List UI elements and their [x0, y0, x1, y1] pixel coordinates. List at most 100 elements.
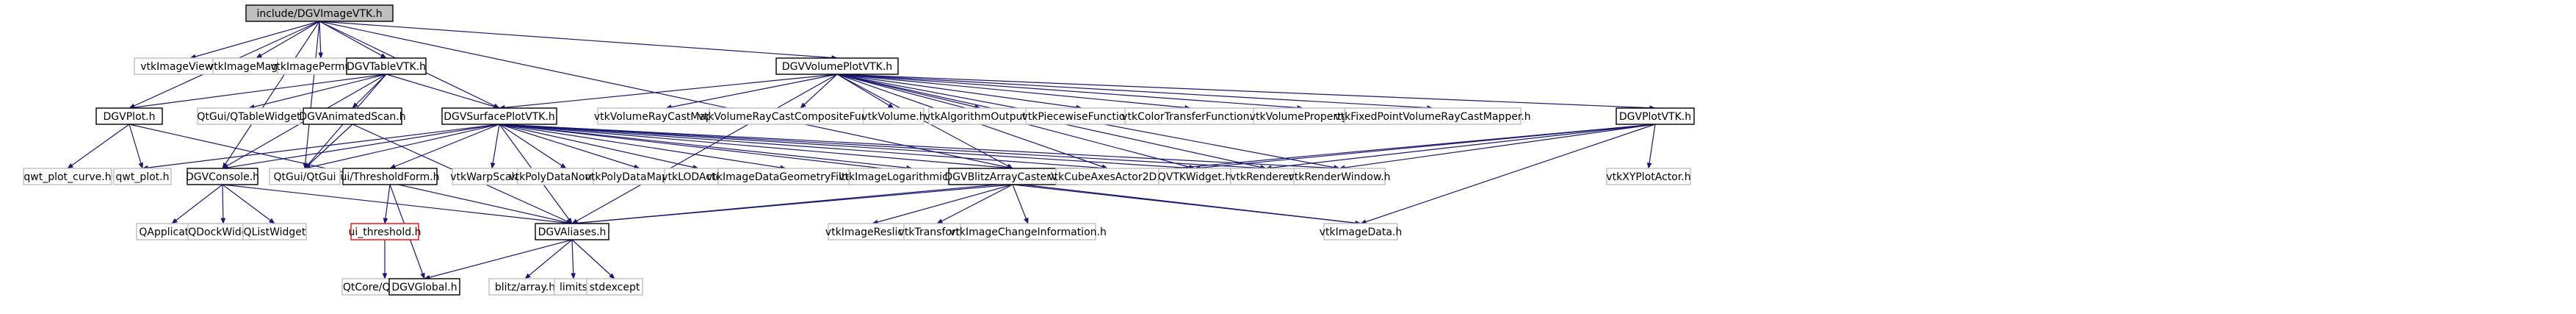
node-label: vtkFixedPointVolumeRayCastMapper.h [1334, 111, 1530, 123]
node-label: vtkTransform.h [899, 226, 976, 238]
edge-ui-threshold-form-to-ui-threshold [383, 184, 391, 224]
node-ui-threshold-form[interactable]: ui/ThresholdForm.h [340, 168, 440, 185]
node-layer: include/DGVImageVTK.hvtkImageViewer2.hvt… [23, 4, 1695, 296]
node-vtk-volume-ray-cast-composite-function: vtkVolumeRayCastCompositeFunction.h [698, 107, 902, 125]
edge-dgvplot-vtk-to-vtk-renderer [1265, 124, 1656, 171]
node-dgvplot[interactable]: DGVPlot.h [95, 107, 163, 125]
node-vtk-color-transfer-function: vtkColorTransferFunction.h [1121, 107, 1259, 125]
node-dgvaliases[interactable]: DGVAliases.h [535, 223, 609, 240]
node-label: vtkAlgorithmOutput.h [925, 111, 1036, 123]
node-qlist-widget: QListWidget [242, 223, 307, 240]
node-dgvanimated-scan[interactable]: DGVAnimatedScan.h [299, 107, 406, 125]
edge [67, 124, 130, 169]
node-label: QtGui/QTableWidget [197, 111, 301, 123]
edge [189, 21, 320, 60]
edge [389, 124, 500, 169]
edge-dgvsurface-plot-vtk-to-qt-gui-qt-gui [304, 124, 500, 170]
edge [836, 74, 1013, 169]
node-vtk-warp-scalar: vtkWarpScalar.h [450, 168, 534, 185]
node-root[interactable]: include/DGVImageVTK.h [245, 4, 394, 22]
edge [171, 184, 223, 224]
node-box [1606, 168, 1691, 185]
node-dgvvolume-plot-vtk[interactable]: DGVVolumePlotVTK.h [775, 57, 899, 75]
node-dgvblitz-array-caster-vtk[interactable]: DGVBlitzArrayCasterVTK.h [944, 168, 1081, 185]
node-label: DGVConsole.h [186, 171, 259, 183]
node-label: limits [560, 282, 587, 293]
edge-dgvsurface-plot-vtk-to-vtk-cube-axes-actor2-d [499, 124, 1108, 171]
edge [499, 124, 1013, 171]
edge [1265, 124, 1656, 171]
node-limits: limits [554, 278, 593, 296]
edge-dgvvolume-plot-vtk-to-dgvblitz-array-caster-vtk [836, 74, 1013, 169]
edge [352, 74, 387, 109]
node-label: ui_threshold.h [348, 226, 421, 238]
node-vtk-volume: vtkVolume.h [861, 107, 926, 125]
node-label: DGVBlitzArrayCasterVTK.h [944, 171, 1080, 183]
edge-dgvsurface-plot-vtk-to-dgvblitz-array-caster-vtk [499, 124, 1013, 171]
edge-dgvvolume-plot-vtk-to-vtk-volume [836, 74, 894, 109]
edge [490, 124, 500, 169]
node-box [95, 107, 163, 125]
node-box [269, 168, 341, 185]
edge [1646, 124, 1656, 169]
node-label: QVTKWidget.h [1158, 171, 1231, 183]
node-vtk-image-change-information: vtkImageChangeInformation.h [949, 223, 1107, 240]
edge [499, 124, 699, 170]
node-box [388, 278, 460, 296]
node-label: QDockWidget [188, 226, 258, 238]
edge-dgvvolume-plot-vtk-to-vtk-volume-ray-cast-composite-function [800, 74, 838, 109]
node-vtk-image-data-geometry-filter: vtkImageDataGeometryFilter.h [706, 168, 865, 185]
edge [499, 124, 1195, 171]
edge-root-to-dgvvolume-plot-vtk [319, 21, 838, 60]
edge [499, 124, 913, 171]
edge-dgvanimated-scan-to-qt-gui-qt-gui [304, 124, 353, 169]
edge [571, 184, 1013, 226]
node-vtk-lodactor: vtkLODActor.h [662, 168, 735, 185]
node-dgvsurface-plot-vtk[interactable]: DGVSurfacePlotVTK.h [441, 107, 557, 125]
edge [142, 124, 500, 171]
node-label: DGVSurfacePlotVTK.h [444, 111, 555, 123]
edge [304, 124, 500, 170]
edge-dgvsurface-plot-vtk-to-vtk-image-data-geometry-filter [499, 124, 786, 171]
node-label: blitz/array.h [495, 282, 555, 293]
node-dgvconsole[interactable]: DGVConsole.h [186, 168, 259, 185]
node-box [113, 168, 172, 185]
node-label: qwt_plot.h [116, 171, 170, 183]
node-vtk-volume-property: vtkVolumeProperty.h [1250, 107, 1356, 125]
node-label: vtkCubeAxesActor2D.h [1048, 171, 1166, 183]
node-label: DGVTableVTK.h [347, 61, 426, 73]
node-vtk-fixed-point-volume-ray-cast-mapper: vtkFixedPointVolumeRayCastMapper.h [1334, 107, 1531, 125]
node-dgvglobal[interactable]: DGVGlobal.h [388, 278, 460, 296]
node-vtk-image-reslice: vtkImageReslice.h [825, 223, 919, 240]
node-qwt-plot: qwt_plot.h [113, 168, 172, 185]
node-box [197, 107, 301, 125]
edge-dgvplot-to-qwt-plot-curve [67, 124, 130, 169]
edge [386, 74, 500, 110]
node-label: vtkColorTransferFunction.h [1121, 111, 1259, 123]
node-dgvtable-vtk[interactable]: DGVTableVTK.h [346, 57, 427, 75]
edge-dgvvolume-plot-vtk-to-vtk-fixed-point-volume-ray-cast-mapper [836, 74, 1433, 110]
edge-dgvvolume-plot-vtk-to-vtk-color-transfer-function [836, 74, 1191, 110]
edge [319, 21, 838, 60]
node-label: DGVVolumePlotVTK.h [782, 61, 892, 73]
edge-dgvtable-vtk-to-dgvplot [129, 74, 387, 110]
edge [499, 124, 1108, 171]
edge [524, 239, 573, 279]
edge-dgvtable-vtk-to-qt-gui-qtable-widget [248, 74, 387, 110]
node-vtk-renderer: vtkRenderer.h [1230, 168, 1302, 185]
edge-dgvvolume-plot-vtk-to-dgvsurface-plot-vtk [499, 74, 838, 110]
edge-dgvsurface-plot-vtk-to-vtk-warp-scalar [490, 124, 500, 169]
edge-dgvvolume-plot-vtk-to-dgvaliases [571, 74, 838, 224]
node-stdexcept: stdexcept [586, 278, 643, 296]
node-dgvplot-vtk[interactable]: DGVPlotVTK.h [1616, 107, 1695, 125]
node-ui-threshold[interactable]: ui_threshold.h [348, 223, 422, 240]
edge [383, 184, 391, 224]
edge-dgvplot-vtk-to-vtk-xyplot-actor [1646, 124, 1656, 169]
node-label: vtkLODActor.h [662, 171, 735, 183]
node-label: vtkImageDataGeometryFilter.h [706, 171, 865, 183]
edge-root-to-qt-gui-qt-gui [303, 21, 320, 169]
edge [129, 74, 387, 110]
edge-dgvsurface-plot-vtk-to-vtk-poly-data-normals [499, 124, 567, 169]
edge [248, 74, 387, 110]
edge [318, 21, 324, 59]
